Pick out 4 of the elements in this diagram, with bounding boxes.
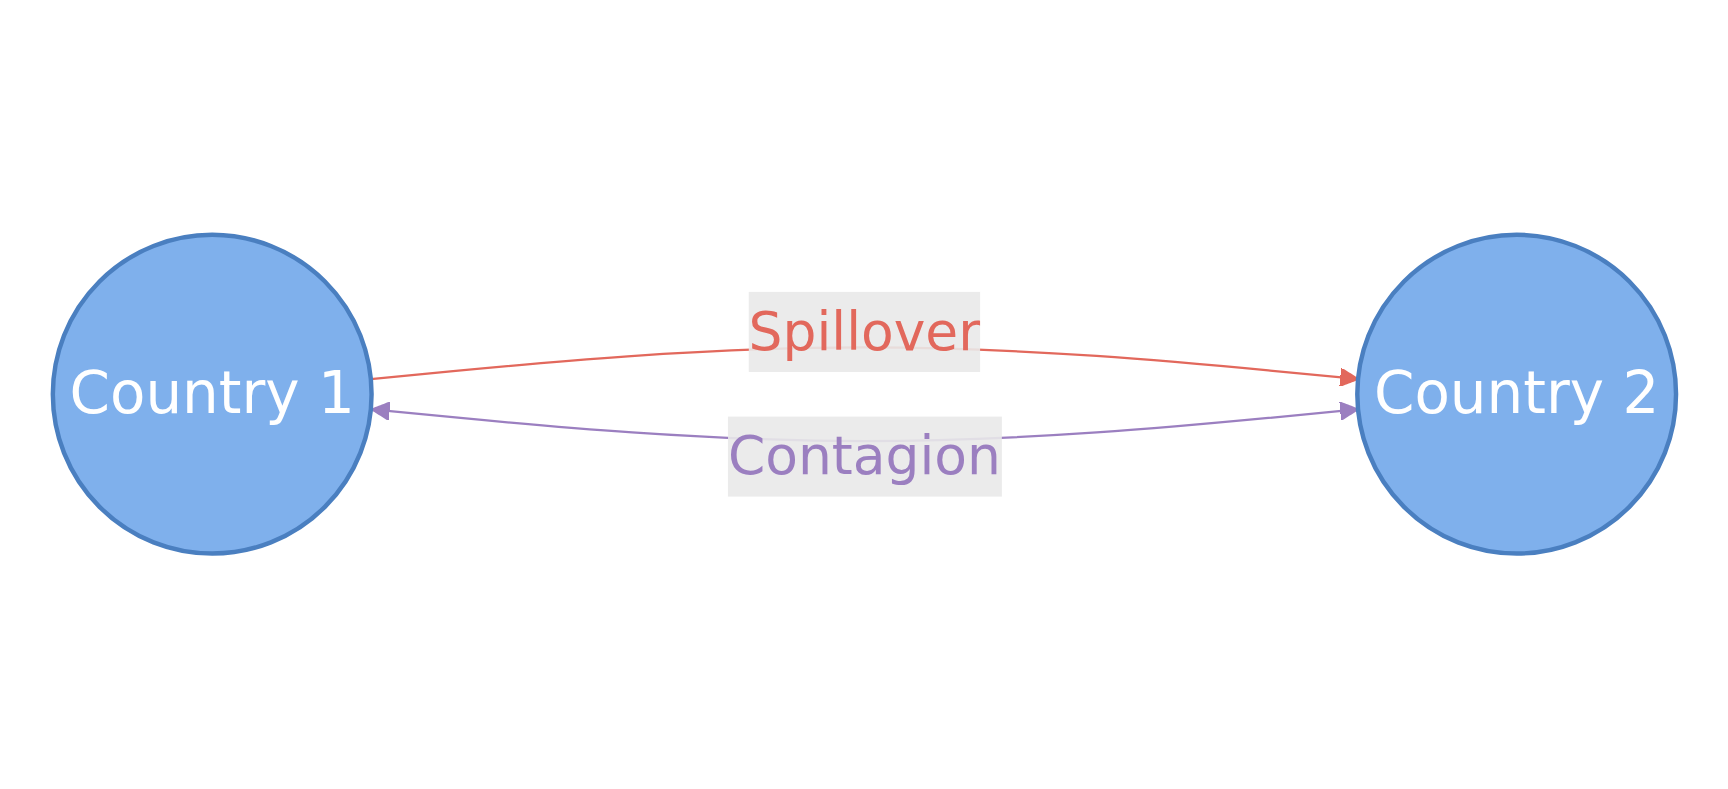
edge-label: Spillover xyxy=(748,300,980,364)
node-circle: Country 1 xyxy=(50,232,374,557)
edge-label: Contagion xyxy=(727,425,1001,489)
node-circle: Country 2 xyxy=(1354,232,1678,557)
